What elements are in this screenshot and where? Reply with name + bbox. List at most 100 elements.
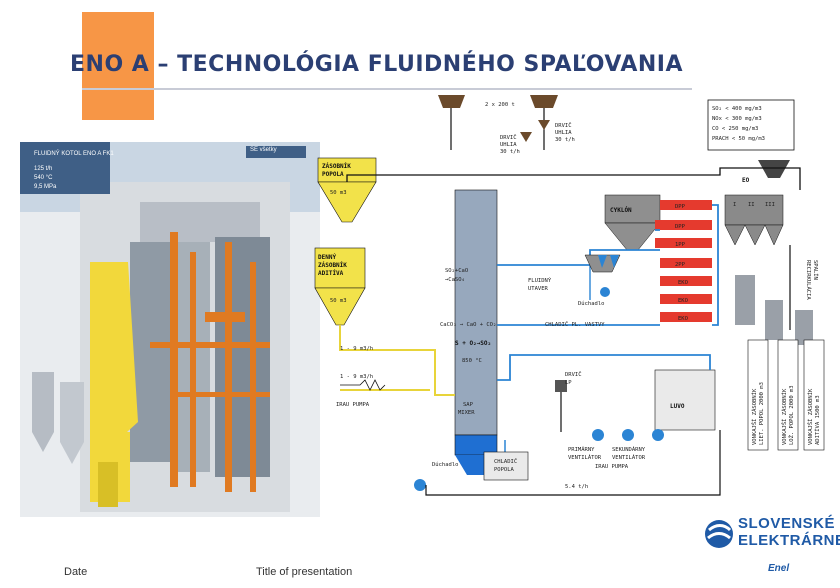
- bottom-blower-label: Dúchadlo: [432, 461, 459, 468]
- ash-mixer-label: MIXER: [458, 410, 475, 416]
- superheater-label: DPP: [675, 224, 686, 230]
- enel-label: Enel: [768, 563, 790, 574]
- ash-mixer-label: SAP: [463, 402, 474, 408]
- silo-flyash: [735, 275, 755, 325]
- crusher-lp-label: DRVIČ: [565, 371, 582, 378]
- ash-silo-label: ZÁSOBNÍK: [322, 162, 351, 170]
- feeder-left-label: UHLIA: [500, 142, 517, 148]
- ash-silo-volume: 50 m3: [330, 190, 347, 196]
- flow-label-1: 1 - 9 m3/h: [340, 346, 373, 352]
- reaction-3: CaCO₃ → CaO + CO₂: [440, 322, 496, 328]
- accent-square: [82, 12, 154, 120]
- fluid-cooler-main-label: CHLADIČ PL. VAS­TVY: [545, 321, 605, 328]
- blower-icon: [600, 287, 610, 297]
- secondary-fan-icon: [622, 429, 634, 441]
- emission-dust: PRACH < 50 mg/m3: [712, 136, 765, 142]
- cyclone: [604, 194, 661, 224]
- title-rule: [82, 88, 692, 90]
- feeder-left-label: 30 t/h: [500, 149, 520, 155]
- boiler-illustration: [20, 142, 320, 517]
- superheater-label: DPP: [675, 204, 686, 210]
- pump-left-label: IRAU PUMPA: [336, 402, 370, 408]
- primary-fan-label: VENTILÁTOR: [568, 454, 602, 461]
- pump-right-label: IRAU PUMPA: [595, 464, 629, 470]
- photo-spec: 9,5 MPa: [34, 184, 57, 190]
- photo-spec: 125 t/h: [34, 166, 53, 172]
- photo-spec: 540 °C: [34, 175, 53, 181]
- bottom-blower-icon: [414, 479, 426, 491]
- coal-bunker-right: [530, 95, 558, 108]
- luvo-label: LUVO: [670, 403, 685, 410]
- footer-date: Date: [64, 566, 88, 578]
- limestone-label: ZÁSOBNÍK: [318, 261, 347, 269]
- silo-v3-label: VONKAJŠÍ ZÁSOBNÍK: [806, 388, 814, 445]
- reaction-1: SO₂+CaO: [445, 268, 468, 274]
- electro-filter: [724, 194, 784, 226]
- silo-v2-label: LOŽ. POPOL 2000 m3: [787, 385, 795, 445]
- boiler-photo: [20, 142, 320, 517]
- flow-label-2: 1 - 9 m3/h: [340, 374, 373, 380]
- emissions-box: [707, 99, 795, 151]
- company-logo-icon: [705, 520, 733, 548]
- luvo: [654, 369, 716, 431]
- process-diagram: 2 x 200 t DRVIČ UHLIA 30 t/h DRVIČ UHLIA…: [314, 95, 825, 496]
- primary-fan-icon: [592, 429, 604, 441]
- silo-bedash: [765, 300, 783, 340]
- photo-label: FLUIDNÝ KOTOL ENO A FK1 125 t/h 540 °C 9…: [34, 150, 114, 192]
- bottom-flow-label: 5.4 t/h: [565, 484, 588, 490]
- footer-title: Title of presentation: [256, 566, 353, 578]
- feeder-right-label: 30 t/h: [555, 137, 575, 143]
- blower-left-label: Dúchadlo: [578, 300, 605, 307]
- fluid-cooler-label: FLUIDNÝ: [528, 277, 552, 284]
- crusher-lp: [555, 380, 567, 392]
- ash-silo-label: POPOLA: [322, 171, 344, 178]
- temperature-label: 850 °C: [462, 358, 482, 364]
- feeder-left-label: DRVIČ: [500, 134, 517, 141]
- company-name-line-2: ELEKTRÁRNE: [738, 532, 840, 549]
- emission-so2: SO₂ < 400 mg/m3: [712, 106, 762, 112]
- crusher-lp-label: LP: [565, 380, 572, 386]
- ash-cooler: [483, 451, 529, 481]
- ash-cooler-label: CHLADIČ: [494, 458, 517, 465]
- eo-label: EO: [742, 177, 750, 184]
- secondary-fan-label: VENTILÁTOR: [612, 454, 646, 461]
- photo-corner-label: SE všetky: [250, 147, 277, 153]
- coal-feeder-left: [520, 132, 532, 142]
- superheater-1pp: [655, 238, 712, 248]
- eo-field: II: [748, 202, 755, 208]
- reaction-2: →CaSO₄: [445, 277, 465, 283]
- emission-co: CO < 250 mg/m3: [712, 126, 758, 132]
- secondary-fan-label: SEKUNDÁRNY: [612, 446, 646, 453]
- economizer-label: EKO: [678, 316, 688, 322]
- silo-v1-label: VONKAJŠÍ ZÁSOBNÍK: [750, 388, 758, 445]
- recirc-label: RECIRKULÁCIA: [805, 260, 812, 300]
- eo-field: I: [733, 202, 736, 208]
- economizer-label: EKO: [678, 298, 688, 304]
- furnace: [454, 189, 498, 436]
- recirc-label: SPALÍN: [812, 260, 820, 280]
- company-name-line-1: SLOVENSKÉ: [738, 515, 836, 532]
- coal-bunker-label: 2 x 200 t: [485, 102, 515, 108]
- eo-field: III: [765, 202, 775, 208]
- silo-v3-label: ADITÍVA 1500 m3: [813, 395, 821, 445]
- silo-v1-label: LIET. POPOL 2000 m3: [759, 382, 765, 445]
- reaction-4: S + O₂→SO₂: [455, 340, 491, 347]
- feeder-right-label: UHLIA: [555, 130, 572, 136]
- limestone-label: DENNÝ: [318, 254, 336, 261]
- coal-bunker-left: [438, 95, 465, 108]
- coal-feeder-right: [538, 120, 550, 130]
- ash-cooler-label: POPOLA: [494, 467, 515, 473]
- feeder-right-label: DRVIČ: [555, 122, 572, 129]
- economizer-label: EKO: [678, 280, 688, 286]
- economizer-2: [660, 294, 712, 304]
- superheater-dpp-2: [655, 220, 712, 230]
- economizer-1: [660, 276, 712, 286]
- silo-additive: [795, 310, 813, 345]
- silo-v2-label: VONKAJŠÍ ZÁSOBNÍK: [780, 388, 788, 445]
- page-title: ENO A – TECHNOLÓGIA FLUIDNÉHO SPAĽOVANIA: [70, 52, 684, 77]
- limestone-silo: [314, 247, 366, 289]
- superheater-label: 1PP: [675, 242, 686, 248]
- economizer-3: [660, 312, 712, 322]
- superheater-label: 2PP: [675, 262, 686, 268]
- company-name: SLOVENSKÉ ELEKTRÁRNE: [738, 515, 840, 549]
